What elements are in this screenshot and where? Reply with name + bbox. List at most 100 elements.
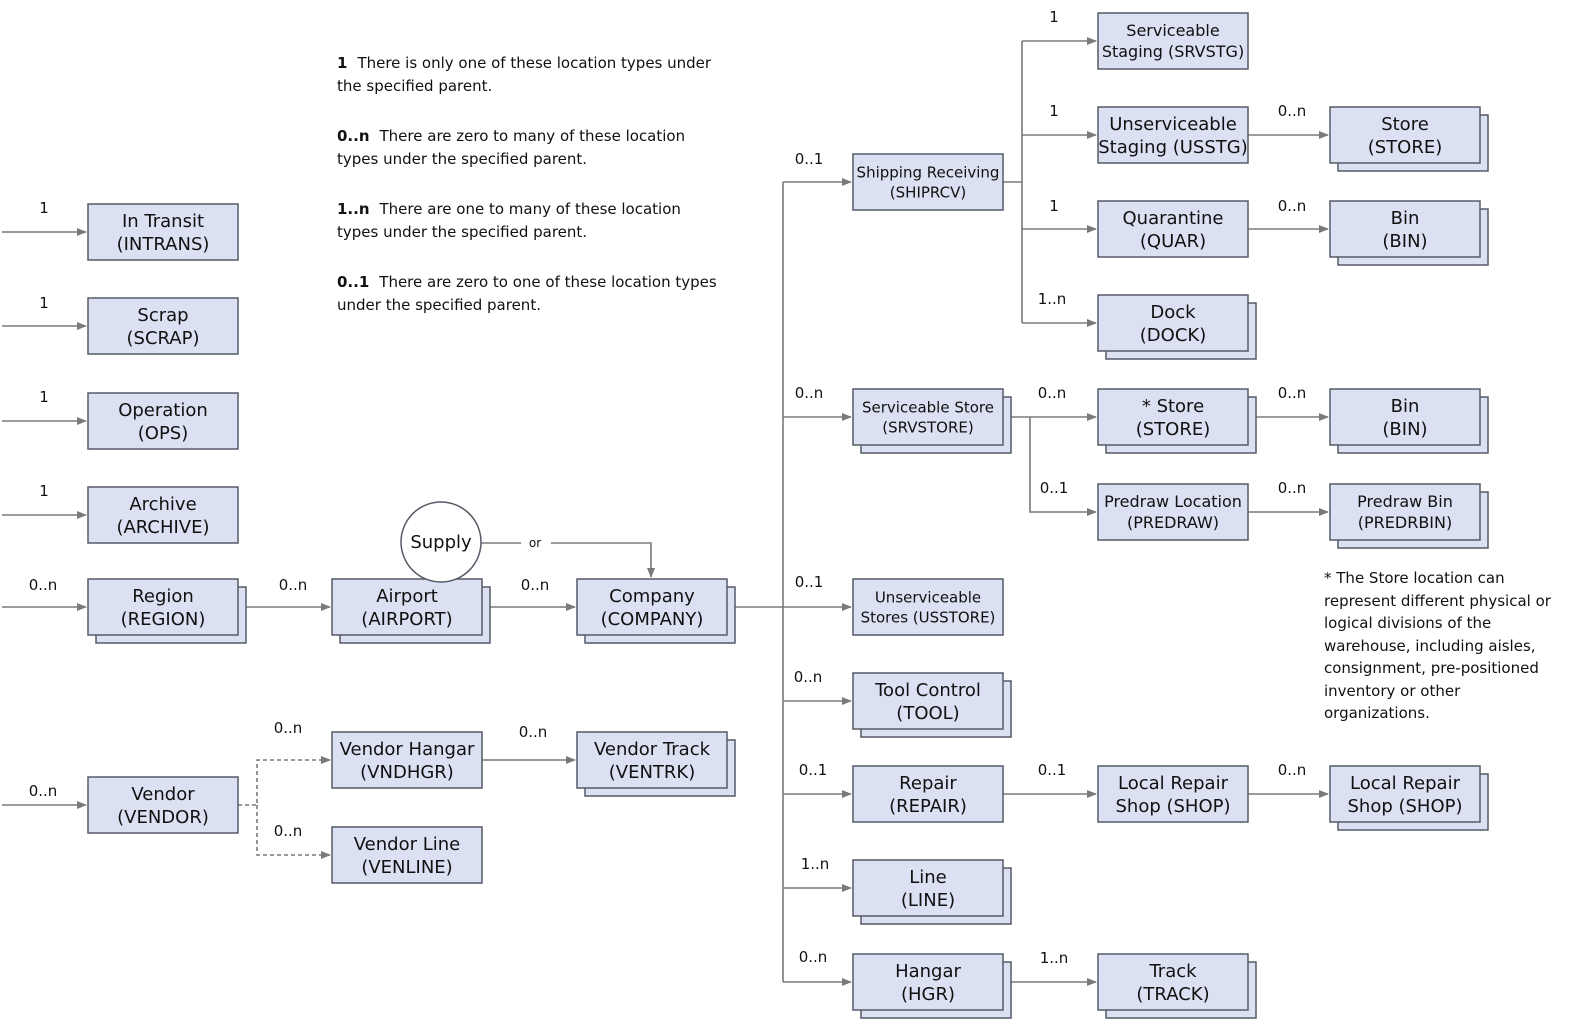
box-label: (VENLINE) xyxy=(361,857,452,878)
box-frame xyxy=(87,392,239,450)
box-label: (AIRPORT) xyxy=(361,609,452,630)
location-box-dock: Dock(DOCK) xyxy=(1097,294,1257,360)
box-label: (VNDHGR) xyxy=(360,762,454,783)
box-frame xyxy=(87,578,239,636)
location-box-ops: Operation(OPS) xyxy=(87,392,239,450)
box-label: (DOCK) xyxy=(1140,325,1206,346)
box-label: (QUAR) xyxy=(1140,231,1206,252)
location-box-shiprcv: Shipping Receiving(SHIPRCV) xyxy=(852,153,1004,211)
box-frame xyxy=(576,578,728,636)
box-frame xyxy=(852,388,1004,446)
box-label: Archive xyxy=(129,494,196,515)
multiplicity-label: 1 xyxy=(1049,8,1059,26)
box-frame xyxy=(87,297,239,355)
box-frame xyxy=(852,153,1004,211)
multiplicity-label: 0..n xyxy=(29,782,58,800)
legend-symbol: 1..n xyxy=(337,200,370,218)
box-label: Local Repair xyxy=(1350,773,1461,794)
box-frame xyxy=(1329,388,1481,446)
box-label: Predraw Location xyxy=(1104,492,1242,511)
multiplicity-label: 0..n xyxy=(794,668,823,686)
box-label: Shipping Receiving xyxy=(857,163,1000,181)
box-label: Scrap xyxy=(137,305,188,326)
box-label: Vendor Track xyxy=(594,739,711,760)
connector-line xyxy=(238,756,331,806)
multiplicity-label: 0..n xyxy=(1278,761,1307,779)
legend-text: There is only one of these location type… xyxy=(337,54,712,95)
location-box-bin2: Bin(BIN) xyxy=(1329,388,1489,454)
location-box-intrans: In Transit(INTRANS) xyxy=(87,203,239,261)
multiplicity-label: 0..n xyxy=(1278,479,1307,497)
box-label: (HGR) xyxy=(901,984,955,1005)
box-label: (REPAIR) xyxy=(889,796,967,817)
box-label: Vendor xyxy=(131,784,195,805)
legend-text: There are zero to one of these location … xyxy=(337,273,717,314)
location-box-region: Region(REGION) xyxy=(87,578,247,644)
multiplicity-label: 0..n xyxy=(799,948,828,966)
location-box-hgr: Hangar(HGR) xyxy=(852,953,1012,1019)
box-label: Unserviceable xyxy=(875,588,981,606)
multiplicity-label: 0..n xyxy=(1278,384,1307,402)
box-label: Company xyxy=(609,586,695,607)
multiplicity-label: 0..n xyxy=(519,723,548,741)
box-frame xyxy=(1097,388,1249,446)
multiplicity-label: 0..1 xyxy=(1040,479,1069,497)
box-label: Line xyxy=(909,867,947,888)
box-frame xyxy=(87,203,239,261)
box-label: Dock xyxy=(1150,302,1196,323)
box-frame xyxy=(87,776,239,834)
multiplicity-label: 0..n xyxy=(1278,102,1307,120)
box-label: (VENTRK) xyxy=(609,762,696,783)
box-frame xyxy=(852,953,1004,1011)
multiplicity-label: 0..1 xyxy=(795,150,824,168)
box-label: Staging (SRVSTG) xyxy=(1102,42,1244,61)
connector-line xyxy=(256,805,331,859)
box-label: (STORE) xyxy=(1368,137,1443,158)
box-label: Bin xyxy=(1391,396,1420,417)
box-label: (PREDRAW) xyxy=(1127,513,1219,532)
multiplicity-label: 1 xyxy=(39,482,49,500)
box-label: (OPS) xyxy=(138,423,189,444)
legend-text: There are zero to many of these location… xyxy=(337,127,686,168)
location-box-store2: Store(STORE) xyxy=(1329,106,1489,172)
box-frame xyxy=(331,578,483,636)
box-label: (REGION) xyxy=(121,609,206,630)
box-frame xyxy=(87,486,239,544)
box-frame xyxy=(1097,106,1249,164)
box-label: (SCRAP) xyxy=(127,328,200,349)
box-frame xyxy=(1097,765,1249,823)
box-label: Airport xyxy=(376,586,438,607)
location-box-store-star: * Store(STORE) xyxy=(1097,388,1257,454)
box-frame xyxy=(1329,483,1481,541)
location-box-predrbin: Predraw Bin(PREDRBIN) xyxy=(1329,483,1489,549)
location-box-ventrk: Vendor Track(VENTRK) xyxy=(576,731,736,797)
box-frame xyxy=(852,672,1004,730)
box-label: Serviceable xyxy=(1126,21,1219,40)
box-frame xyxy=(331,826,483,884)
location-box-vendor: Vendor(VENDOR) xyxy=(87,776,239,834)
box-label: (PREDRBIN) xyxy=(1358,513,1452,532)
multiplicity-label: 1 xyxy=(1049,197,1059,215)
box-frame xyxy=(1329,765,1481,823)
box-label: (STORE) xyxy=(1136,419,1211,440)
connector-line xyxy=(551,542,655,578)
box-frame xyxy=(1097,294,1249,352)
box-label: Track xyxy=(1148,961,1197,982)
box-frame xyxy=(331,731,483,789)
location-box-tool: Tool Control(TOOL) xyxy=(852,672,1012,738)
box-label: Operation xyxy=(118,400,208,421)
location-box-line: Line(LINE) xyxy=(852,859,1012,925)
box-label: Region xyxy=(132,586,194,607)
location-box-srvstore: Serviceable Store(SRVSTORE) xyxy=(852,388,1012,454)
box-frame xyxy=(1097,200,1249,258)
location-box-predraw: Predraw Location (PREDRAW) xyxy=(1097,483,1249,541)
multiplicity-label: 0..1 xyxy=(799,761,828,779)
box-label: (INTRANS) xyxy=(117,234,210,255)
location-box-venline: Vendor Line(VENLINE) xyxy=(331,826,483,884)
